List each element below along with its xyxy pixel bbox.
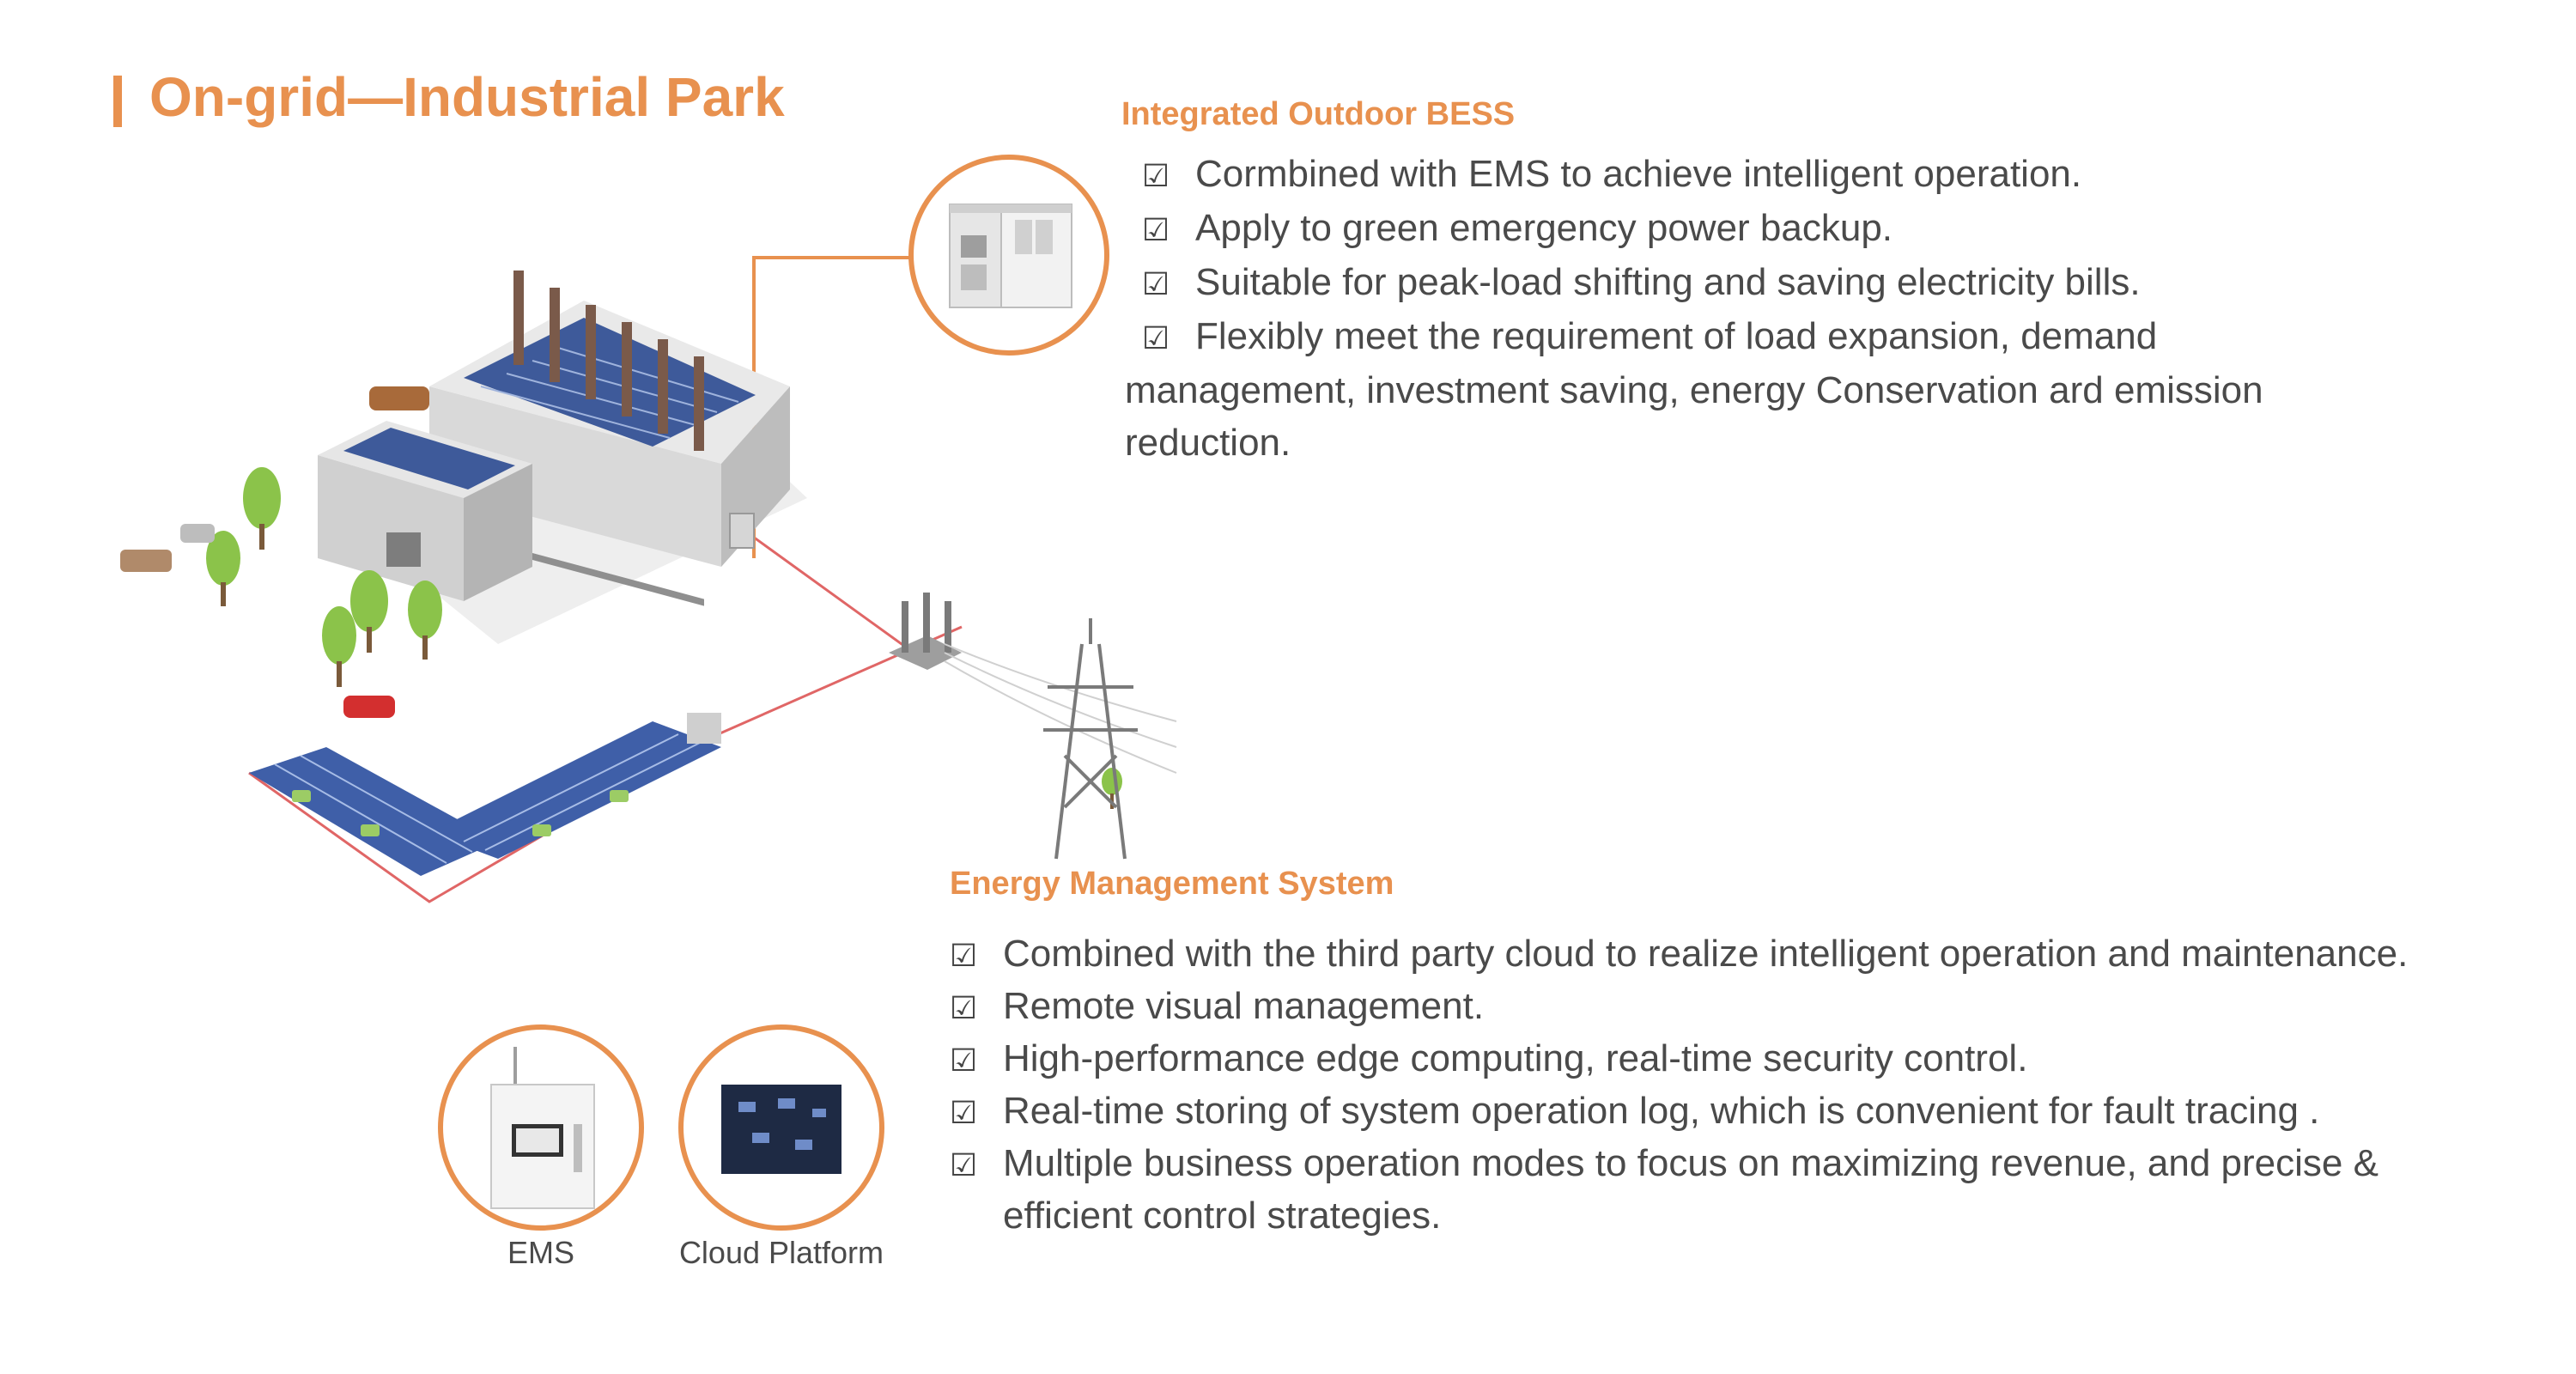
check-icon: ☑ (950, 1147, 978, 1182)
trees (206, 467, 1122, 809)
ems-feature-item: ☑High-performance edge computing, real-t… (950, 1032, 2461, 1085)
ems-heading: Energy Management System (950, 866, 1394, 902)
ems-feature-list: ☑Combined with the third party cloud to … (950, 927, 2461, 1242)
office-building (318, 421, 532, 601)
cloud-platform-icon (721, 1085, 841, 1174)
bess-cabinet-icon (949, 204, 1072, 308)
bess-feature-item: ☑Flexibly meet the requirement of load e… (1125, 310, 2327, 469)
ems-feature-item: ☑Real-time storing of system operation l… (950, 1085, 2461, 1137)
vehicles (120, 524, 395, 718)
ems-feature-item: ☑Multiple business operation modes to fo… (950, 1137, 2461, 1242)
check-icon: ☑ (1142, 266, 1170, 301)
check-icon: ☑ (950, 1095, 978, 1130)
page-title: On-grid—Industrial Park (149, 66, 785, 128)
bess-image-circle (908, 155, 1109, 356)
ems-caption: EMS (507, 1235, 574, 1270)
ems-image-circle (438, 1024, 644, 1231)
check-icon: ☑ (1142, 212, 1170, 247)
bess-feature-list: ☑Cormbined with EMS to achieve intellige… (1125, 148, 2327, 469)
check-icon: ☑ (1142, 158, 1170, 193)
bess-feature-item: ☑Suitable for peak-load shifting and sav… (1125, 256, 2327, 310)
bess-unit-small (729, 513, 755, 549)
cloud-image-circle (678, 1024, 884, 1231)
cloud-caption: Cloud Platform (678, 1235, 884, 1270)
bess-feature-item: ☑Cormbined with EMS to achieve intellige… (1125, 148, 2327, 202)
check-icon: ☑ (950, 1043, 978, 1078)
check-icon: ☑ (950, 938, 978, 973)
check-icon: ☑ (1142, 320, 1170, 356)
bess-heading: Integrated Outdoor BESS (1121, 96, 1516, 132)
ems-feature-item: ☑Combined with the third party cloud to … (950, 927, 2461, 980)
ems-device-icon (490, 1047, 595, 1209)
substation (889, 593, 962, 670)
check-icon: ☑ (950, 990, 978, 1025)
transmission-tower (1043, 618, 1138, 860)
solar-carport (249, 713, 721, 876)
industrial-park-illustration (120, 256, 1177, 903)
bess-feature-item: ☑Apply to green emergency power backup. (1125, 202, 2327, 256)
ems-feature-item: ☑Remote visual management. (950, 980, 2461, 1032)
title-accent-bar (113, 76, 122, 127)
